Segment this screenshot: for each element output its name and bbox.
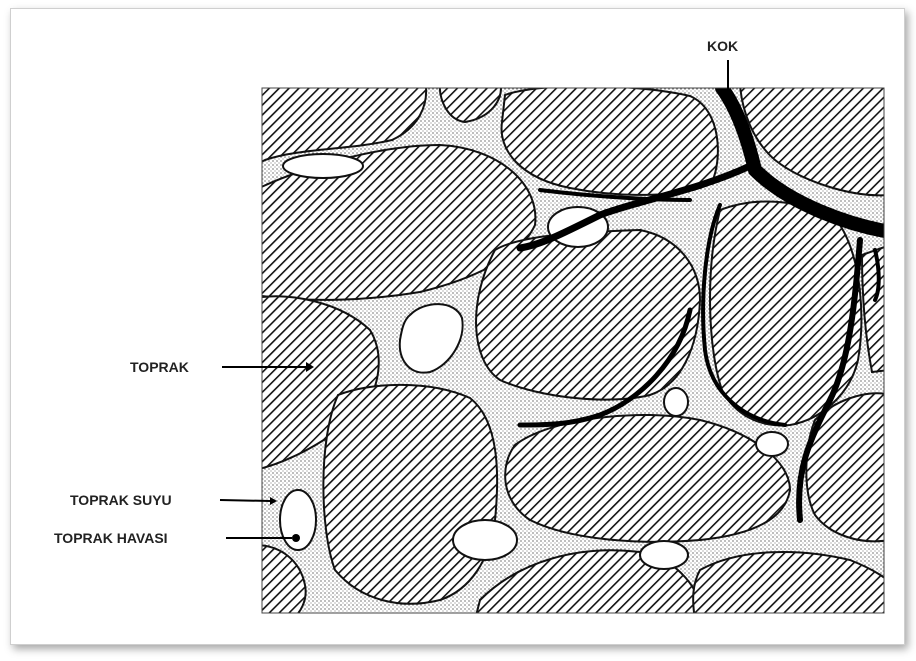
root-label: KOK	[707, 38, 738, 54]
soil-particle	[323, 385, 497, 604]
soil-particle	[806, 393, 890, 541]
air-pocket	[453, 520, 517, 560]
soil-air-label: TOPRAK HAVASI	[54, 530, 168, 546]
air-pocket	[664, 388, 688, 416]
soil-water-label: TOPRAK SUYU	[70, 492, 172, 508]
soil-particle	[710, 202, 861, 426]
soil-label: TOPRAK	[130, 359, 189, 375]
air-pocket	[756, 432, 788, 456]
air-pocket	[640, 541, 688, 569]
soil-air-leader-dot	[292, 534, 300, 542]
air-pocket	[283, 154, 363, 178]
soil-water-leader-line	[220, 500, 270, 501]
soil-particle	[476, 230, 700, 400]
